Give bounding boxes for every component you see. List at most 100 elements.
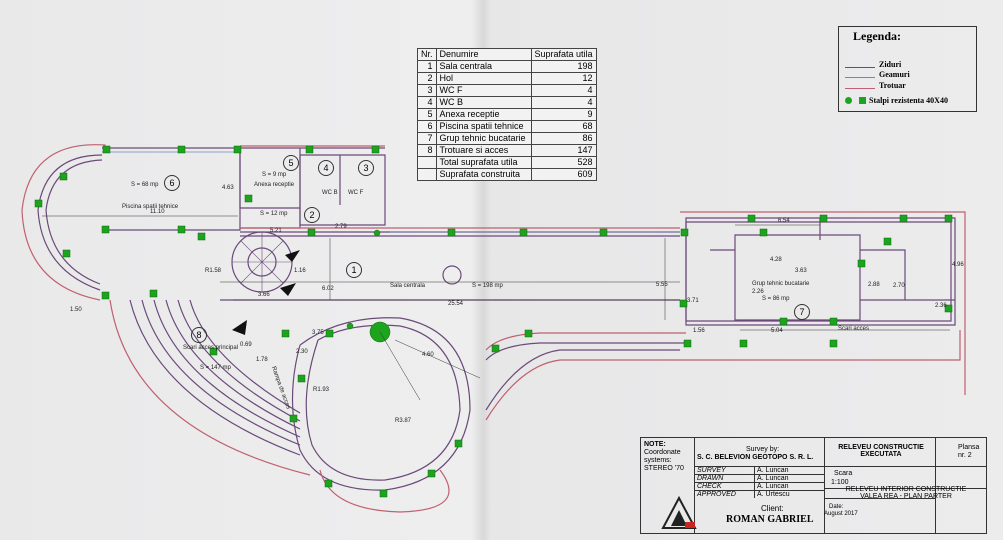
room7-area: S = 86 mp xyxy=(762,296,790,302)
dim-label: 5.21 xyxy=(270,228,282,234)
legend-walls-swatch xyxy=(845,67,875,68)
pillars xyxy=(34,145,953,498)
row-area: 68 xyxy=(530,120,597,133)
row-nr: 4 xyxy=(417,96,437,109)
dim-label: 2.26 xyxy=(752,289,764,295)
legend-sidewalk: Trotuar xyxy=(879,81,906,90)
dim-label: 3.63 xyxy=(795,268,807,274)
pool-west-wall-inner xyxy=(45,159,103,285)
header-nr: Nr. xyxy=(417,48,437,61)
legend-windows: Geamuri xyxy=(879,70,910,79)
role-approved-name: A. Urtescu xyxy=(757,491,790,498)
wc-block-wall xyxy=(299,154,386,226)
dim-label: 1.50 xyxy=(70,307,82,313)
row-area: 9 xyxy=(530,108,597,121)
survey-by-label: Survey by: xyxy=(746,446,780,453)
room-number-2: 2 xyxy=(304,207,320,223)
dim-label: 4.60 xyxy=(422,352,434,358)
room4-name: WC B xyxy=(322,190,338,196)
room5-name: Anexa receptie xyxy=(254,182,295,188)
ramp-circle-wall xyxy=(291,317,471,491)
room8-name: Scari acces principal xyxy=(183,345,239,351)
dim-label: 2.36 xyxy=(935,303,947,309)
row-nr: 5 xyxy=(417,108,437,121)
note-label: NOTE: xyxy=(644,441,666,448)
sidewalk-curve-west xyxy=(21,144,106,301)
row-area: 86 xyxy=(530,132,597,145)
company-name: S. C. BELEVION GEOTOPO S. R. L. xyxy=(697,454,814,461)
row-name: Anexa receptie xyxy=(435,108,532,121)
row-nr: 3 xyxy=(417,84,437,97)
dim-label: 2.79 xyxy=(335,224,347,230)
table-header-row: Nr. Denumire Suprafata utila xyxy=(417,48,597,61)
room-number-1: 1 xyxy=(346,262,362,278)
dim-label: 2.88 xyxy=(868,282,880,288)
pillar-square-swatch xyxy=(859,97,866,104)
note-line: systems: xyxy=(644,457,672,464)
dim-label: 1.56 xyxy=(693,328,705,334)
stairs-arc xyxy=(129,299,301,456)
room6-area: S = 68 mp xyxy=(131,182,159,188)
dim-label: R1.93 xyxy=(313,387,330,393)
row-area: 4 xyxy=(530,96,597,109)
header-area: Suprafata utila xyxy=(530,48,597,61)
sheet-label: Plansa xyxy=(958,444,980,451)
column-circle xyxy=(442,265,462,285)
row-name: Hol xyxy=(435,72,532,85)
dim-label: 3.75 xyxy=(312,330,324,336)
dim-label: 4.96 xyxy=(952,262,964,268)
room1-name: Sala centrala xyxy=(390,283,426,289)
dim-label: 4.63 xyxy=(222,185,234,191)
room7-name: Grup tehnic bucatarie xyxy=(752,281,810,287)
dim-label: 5.04 xyxy=(771,328,783,334)
pillar-round-swatch xyxy=(845,97,852,104)
total-name: Total suprafata utila xyxy=(435,156,532,169)
role-check: CHECK xyxy=(697,483,722,490)
title-block: NOTE: Coordonate systems: STEREO '70 Sur… xyxy=(640,437,987,534)
room-number-4: 4 xyxy=(318,160,334,176)
role-survey-name: A. Luncan xyxy=(757,467,789,474)
sheet-number: nr. 2 xyxy=(958,452,972,459)
role-survey: SURVEY xyxy=(697,467,726,474)
window-lines xyxy=(102,151,680,233)
header-name: Denumire xyxy=(435,48,532,61)
date-value: August 2017 xyxy=(824,511,858,517)
dim-label: R1.58 xyxy=(205,268,222,274)
dim-label: 2.30 xyxy=(296,349,308,355)
scale-label: Scara xyxy=(834,470,853,477)
dim-label: 4.28 xyxy=(770,257,782,263)
row-name: WC F xyxy=(435,84,532,97)
dim-label: 1.16 xyxy=(294,268,306,274)
dim-label: 0.69 xyxy=(240,342,252,348)
total-area: 528 xyxy=(530,156,597,169)
company-logo xyxy=(661,496,697,529)
row-area: 4 xyxy=(530,84,597,97)
dim-label: 5.55 xyxy=(656,282,668,288)
kitchen-inner-wall xyxy=(734,234,861,321)
role-approved: APPROVED xyxy=(697,491,736,498)
room1-area: S = 198 mp xyxy=(472,283,503,289)
legend-title: Legenda: xyxy=(853,29,901,43)
legend: Legenda: Ziduri Geamuri Trotuar Stalpi r… xyxy=(838,26,977,112)
room-number-8: 8 xyxy=(191,327,207,343)
legend-sidewalk-swatch xyxy=(845,88,875,89)
dimension-lines xyxy=(42,215,950,401)
room5-area: S = 9 mp xyxy=(262,172,287,178)
row-name: Grup tehnic bucatarie xyxy=(435,132,532,145)
room3-name: WC F xyxy=(348,190,364,196)
row-nr: 2 xyxy=(417,72,437,85)
dim-label: 3.71 xyxy=(687,298,699,304)
south-sidewalk xyxy=(485,332,686,351)
note-line: STEREO '70 xyxy=(644,465,684,472)
legend-walls: Ziduri xyxy=(879,60,902,69)
